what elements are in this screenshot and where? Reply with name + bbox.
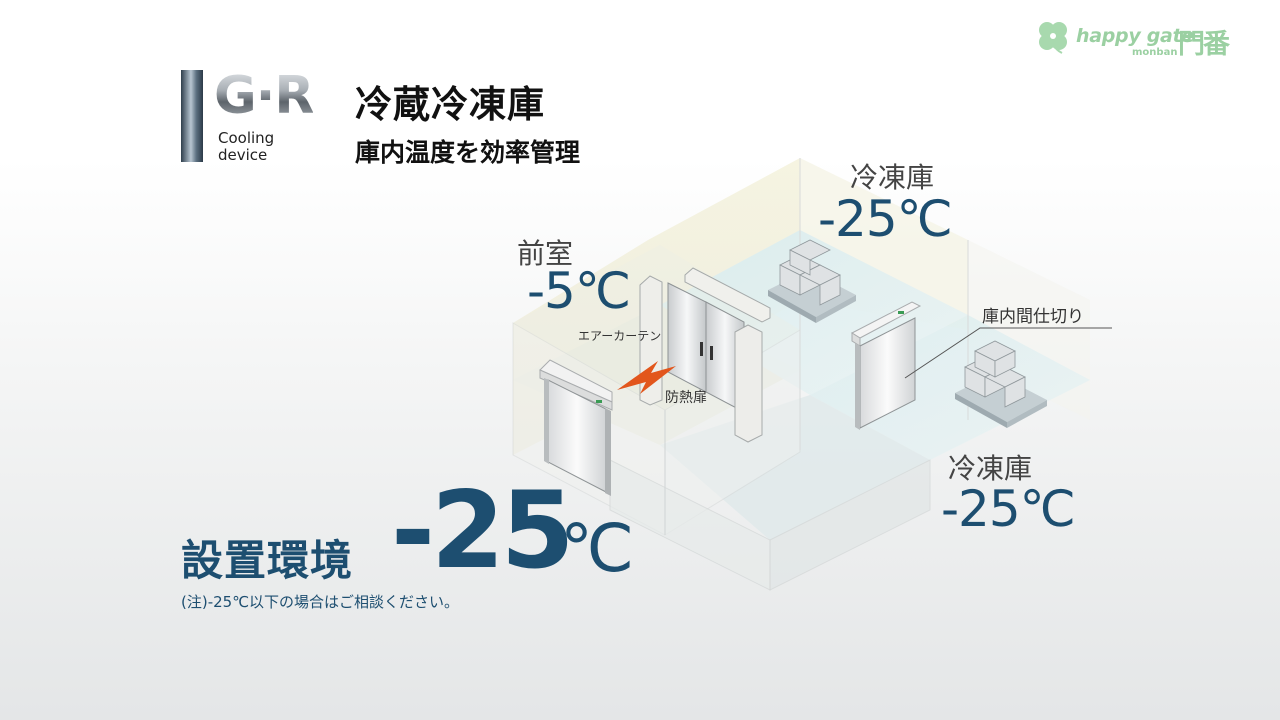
logo-bar — [181, 70, 203, 162]
lower-right-box — [769, 459, 931, 591]
cooling-device-label: Cooling device — [218, 129, 275, 164]
brand-name: happy gate — [1076, 25, 1194, 47]
anteroom-name: 前室 — [517, 237, 574, 270]
partition-leader-line — [904, 327, 1112, 379]
air-curtain-arrow — [617, 361, 676, 394]
freezer-front-name: 冷凍庫 — [948, 452, 1033, 485]
page-title: 冷蔵冷凍庫 — [355, 83, 545, 126]
page-subtitle: 庫内温度を効率管理 — [355, 138, 581, 167]
freezer-back-name: 冷凍庫 — [850, 161, 935, 194]
freezer-back-temp: -25℃ — [818, 190, 953, 248]
gr-logo-text: G·R — [214, 66, 314, 126]
anteroom-temp: -5℃ — [527, 262, 631, 320]
brand-logo: happy gate monban 門番 — [1034, 18, 1249, 64]
shutter-door-right — [850, 301, 922, 430]
clover-icon — [1039, 22, 1067, 54]
pallet-back — [768, 239, 856, 323]
brand-kanji: 門番 — [1178, 29, 1230, 60]
pallet-right — [955, 340, 1047, 428]
freezer-front-temp: -25℃ — [941, 480, 1076, 538]
environment-value: -25 — [391, 469, 575, 592]
shutter-door-left — [539, 359, 613, 496]
environment-label: 設置環境 — [181, 536, 354, 585]
freezer-front-floor — [810, 315, 1090, 460]
partition-callout: 庫内間仕切り — [982, 307, 1084, 327]
insulated-door-label: 防熱扉 — [665, 390, 707, 406]
air-curtain-label: エアーカーテン — [578, 329, 662, 343]
environment-note: (注)-25℃以下の場合はご相談ください。 — [181, 593, 460, 611]
brand-sub: monban — [1132, 47, 1178, 58]
environment-unit: ℃ — [560, 510, 635, 587]
